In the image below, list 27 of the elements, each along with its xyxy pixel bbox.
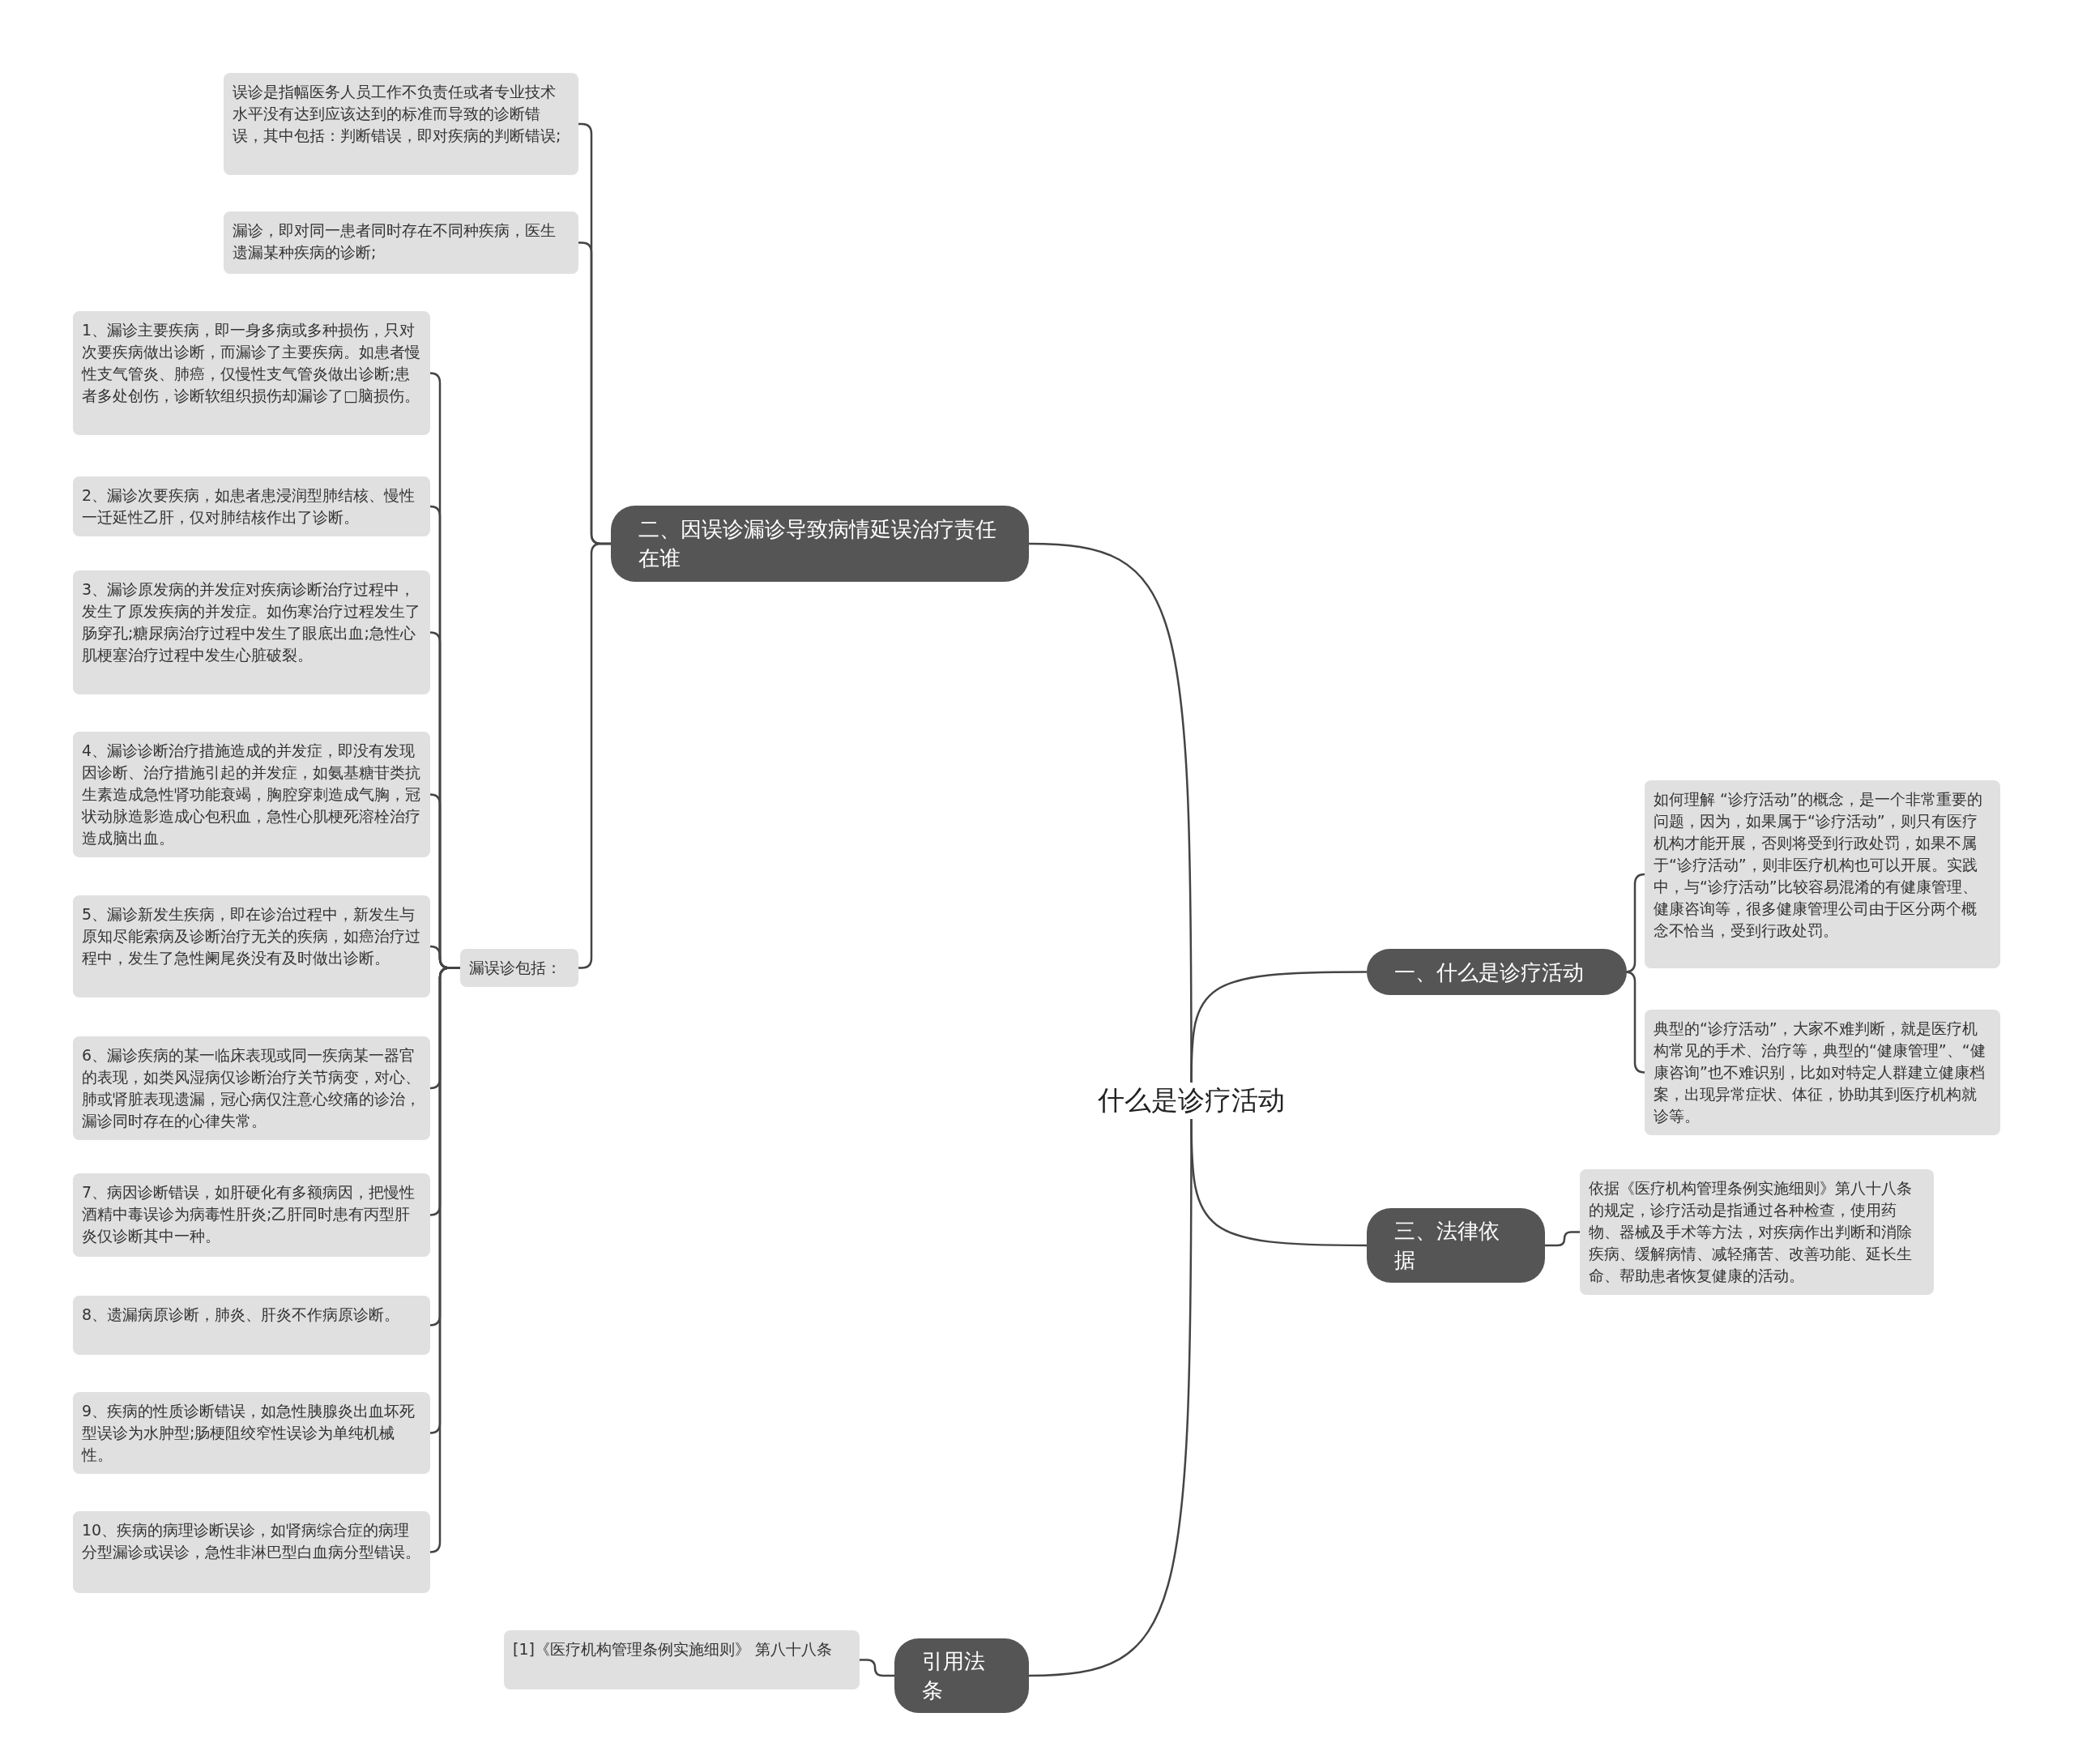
text-box: 10、疾病的病理诊断误诊，如肾病综合症的病理分型漏诊或误诊，急性非淋巴型白血病分型错误。: [73, 1511, 430, 1593]
text-box: 9、疾病的性质诊断错误，如急性胰腺炎出血坏死型误诊为水肿型;肠梗阻绞窄性误诊为单纯机械性。: [73, 1392, 430, 1474]
text-box: 5、漏诊新发生疾病，即在诊治过程中，新发生与原知尽能索病及诊断治疗无关的疾病，如癌治疗过程中，发生了急性阑尾炎没有及时做出诊断。: [73, 895, 430, 997]
branch-topic: 一、什么是诊疗活动: [1367, 949, 1627, 995]
text-box: 1、漏诊主要疾病，即一身多病或多种损伤，只对次要疾病做出诊断，而漏诊了主要疾病。如患者慢性支气管炎、肺癌，仅慢性支气管炎做出诊断;患者多处创伤，诊断软组织损伤却漏诊了□脑损伤。: [73, 311, 430, 435]
text-box: 3、漏诊原发病的并发症对疾病诊断治疗过程中，发生了原发疾病的并发症。如伤寒治疗过程发生了肠穿孔;糖尿病治疗过程中发生了眼底出血;急性心肌梗塞治疗过程中发生心脏破裂。: [73, 570, 430, 694]
text-box: 8、遗漏病原诊断，肺炎、肝炎不作病原诊断。: [73, 1296, 430, 1355]
text-box: 4、漏诊诊断治疗措施造成的并发症，即没有发现因诊断、治疗措施引起的并发症，如氨基糖苷类抗生素造成急性肾功能衰竭，胸腔穿刺造成气胸，冠状动脉造影造成心包积血，急性心肌梗死溶栓治疗造成脑出血。: [73, 732, 430, 857]
branch-topic: 引用法条: [894, 1638, 1029, 1713]
connector-line: [578, 542, 611, 969]
connector-line: [860, 1659, 894, 1677]
branch-topic: 三、法律依据: [1367, 1208, 1545, 1283]
connector-line: [1028, 1119, 1193, 1677]
connector-line: [1545, 1231, 1580, 1247]
text-box: 典型的“诊疗活动”，大家不难判断，就是医疗机构常见的手术、治疗等，典型的“健康管理”、“健康咨询”也不难识别，比如对特定人群建立健康档案，出现异常症状、体征，协助其到医疗机构就诊等。: [1645, 1010, 2000, 1135]
branch-topic: 二、因误诊漏诊导致病情延误治疗责任在谁: [611, 506, 1029, 582]
central-topic: 什么是诊疗活动: [1090, 1078, 1293, 1124]
text-box: 依据《医疗机构管理条例实施细则》第八十八条的规定，诊疗活动是指通过各种检查，使用药物、器械及手术等方法，对疾病作出判断和消除疾病、缓解病情、减轻痛苦、改善功能、延长生命、帮助患者恢复健康的活动。: [1580, 1169, 1934, 1295]
connector-line: [1190, 971, 1367, 1083]
text-box: 如何理解 “诊疗活动”的概念，是一个非常重要的问题，因为，如果属于“诊疗活动”，则只有医疗机构才能开展，否则将受到行政处罚，如果不属于“诊疗活动”，则非医疗机构也可以开展。实践中，与“诊疗活动”比较容易混淆的有健康管理、健康咨询等，很多健康管理公司由于区分两个概念不恰当，受到行政处罚。: [1645, 780, 2000, 968]
text-box: 误诊是指幅医务人员工作不负责任或者专业技术水平没有达到应该达到的标准而导致的诊断错误，其中包括：判断错误，即对疾病的判断错误;: [224, 73, 578, 175]
text-box: 漏诊，即对同一患者同时存在不同种疾病，医生遗漏某种疾病的诊断;: [224, 211, 578, 274]
text-box: 6、漏诊疾病的某一临床表现或同一疾病某一器官的表现，如类风湿病仅诊断治疗关节病变，对心、肺或肾脏表现遗漏，冠心病仅注意心绞痛的诊治，漏诊同时存在的心律失常。: [73, 1036, 430, 1140]
text-box: 漏误诊包括：: [460, 949, 578, 987]
text-box: [1]《医疗机构管理条例实施细则》 第八十八条: [504, 1630, 860, 1689]
text-box: 2、漏诊次要疾病，如患者患浸润型肺结核、慢性一迁延性乙肝，仅对肺结核作出了诊断。: [73, 476, 430, 536]
text-box: 7、病因诊断错误，如肝硬化有多额病因，把慢性酒精中毒误诊为病毒性肝炎;乙肝同时患有丙型肝炎仅诊断其中一种。: [73, 1173, 430, 1257]
